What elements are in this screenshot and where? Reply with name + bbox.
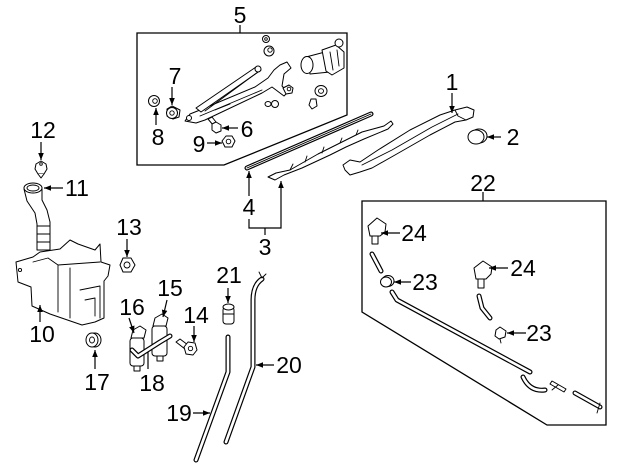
- part-6-bolt-drawing: [207, 116, 222, 134]
- part-19-hose-drawing: [193, 334, 231, 463]
- t-connector-drawing: [549, 380, 567, 393]
- motor-washer-drawing: [314, 85, 328, 97]
- callout-21[interactable]: 21: [216, 262, 242, 288]
- small-bushing-drawing: [263, 45, 275, 57]
- part-14-bolt-drawing: [175, 338, 198, 356]
- callout-19[interactable]: 19: [166, 400, 192, 426]
- part-7-bushing-drawing: [166, 105, 181, 120]
- part-3-wiper-blade-drawing: [267, 120, 394, 181]
- callout-9[interactable]: 9: [193, 131, 206, 157]
- callout-18[interactable]: 18: [139, 370, 165, 396]
- callout-13[interactable]: 13: [116, 214, 142, 240]
- callout-24-right[interactable]: 24: [510, 255, 536, 281]
- nozzle-hose-right-drawing: [476, 293, 493, 321]
- part-24-washer-nozzle-left-drawing: [367, 217, 387, 245]
- callout-2[interactable]: 2: [507, 124, 520, 150]
- end-hose-drawing: [572, 390, 603, 414]
- callout-1[interactable]: 1: [446, 69, 459, 95]
- part-1-wiper-arm-drawing: [342, 106, 475, 176]
- main-nozzle-hose-drawing: [389, 289, 533, 375]
- part-20-hose-drawing: [223, 271, 267, 445]
- part-10-washer-reservoir-drawing: [15, 239, 111, 326]
- wiper-motor-drawing: [300, 38, 345, 76]
- part-11-filler-neck-drawing: [23, 182, 51, 251]
- part-21-connector-drawing: [222, 303, 235, 325]
- callout-15[interactable]: 15: [157, 275, 183, 301]
- part-8-grommet-drawing: [148, 95, 160, 107]
- part-9-nut-drawing: [221, 135, 236, 148]
- group-box-linkage: [136, 32, 348, 166]
- curved-hose-drawing: [520, 374, 548, 393]
- callout-6[interactable]: 6: [241, 116, 254, 142]
- leader-15: [161, 299, 168, 318]
- callout-23-right[interactable]: 23: [526, 320, 552, 346]
- part-16-washer-pump-drawing: [129, 325, 147, 372]
- callout-22[interactable]: 22: [470, 170, 496, 196]
- part-4-blade-refill-drawing: [244, 111, 374, 171]
- part-23-check-valve-right-drawing: [494, 326, 507, 344]
- callout-5[interactable]: 5: [234, 2, 247, 28]
- part-23-grommet-left-drawing: [380, 275, 395, 288]
- wiper-linkage-drawing: [184, 61, 292, 124]
- small-grommet-pair-drawing: [264, 100, 279, 108]
- part-24-washer-nozzle-right-drawing: [473, 260, 493, 289]
- callout-10[interactable]: 10: [29, 321, 55, 347]
- callout-24-left[interactable]: 24: [401, 220, 427, 246]
- part-18-pump-hose-drawing: [129, 333, 173, 359]
- callout-3[interactable]: 3: [259, 234, 272, 260]
- small-nut-drawing: [262, 35, 270, 43]
- callout-4[interactable]: 4: [243, 194, 256, 220]
- part-2-arm-cap-drawing: [467, 128, 488, 145]
- part-13-nut-drawing: [119, 257, 136, 273]
- callout-12[interactable]: 12: [30, 117, 56, 143]
- callout-7[interactable]: 7: [169, 63, 182, 89]
- callout-23-left[interactable]: 23: [412, 269, 438, 295]
- part-12-clip-drawing: [34, 160, 48, 179]
- callout-11[interactable]: 11: [65, 175, 89, 201]
- callout-14[interactable]: 14: [183, 302, 209, 328]
- leader-16: [128, 317, 135, 334]
- callout-8[interactable]: 8: [152, 124, 165, 150]
- callout-16[interactable]: 16: [119, 294, 145, 320]
- callout-17[interactable]: 17: [84, 369, 110, 395]
- pivot-bolt-drawing: [282, 84, 294, 95]
- group-box-nozzle-kit: [361, 200, 607, 426]
- nozzle-hose-left-drawing: [369, 251, 384, 274]
- callout-20[interactable]: 20: [276, 352, 302, 378]
- motor-bolt-drawing: [308, 98, 318, 110]
- part-17-grommet-drawing: [85, 332, 102, 348]
